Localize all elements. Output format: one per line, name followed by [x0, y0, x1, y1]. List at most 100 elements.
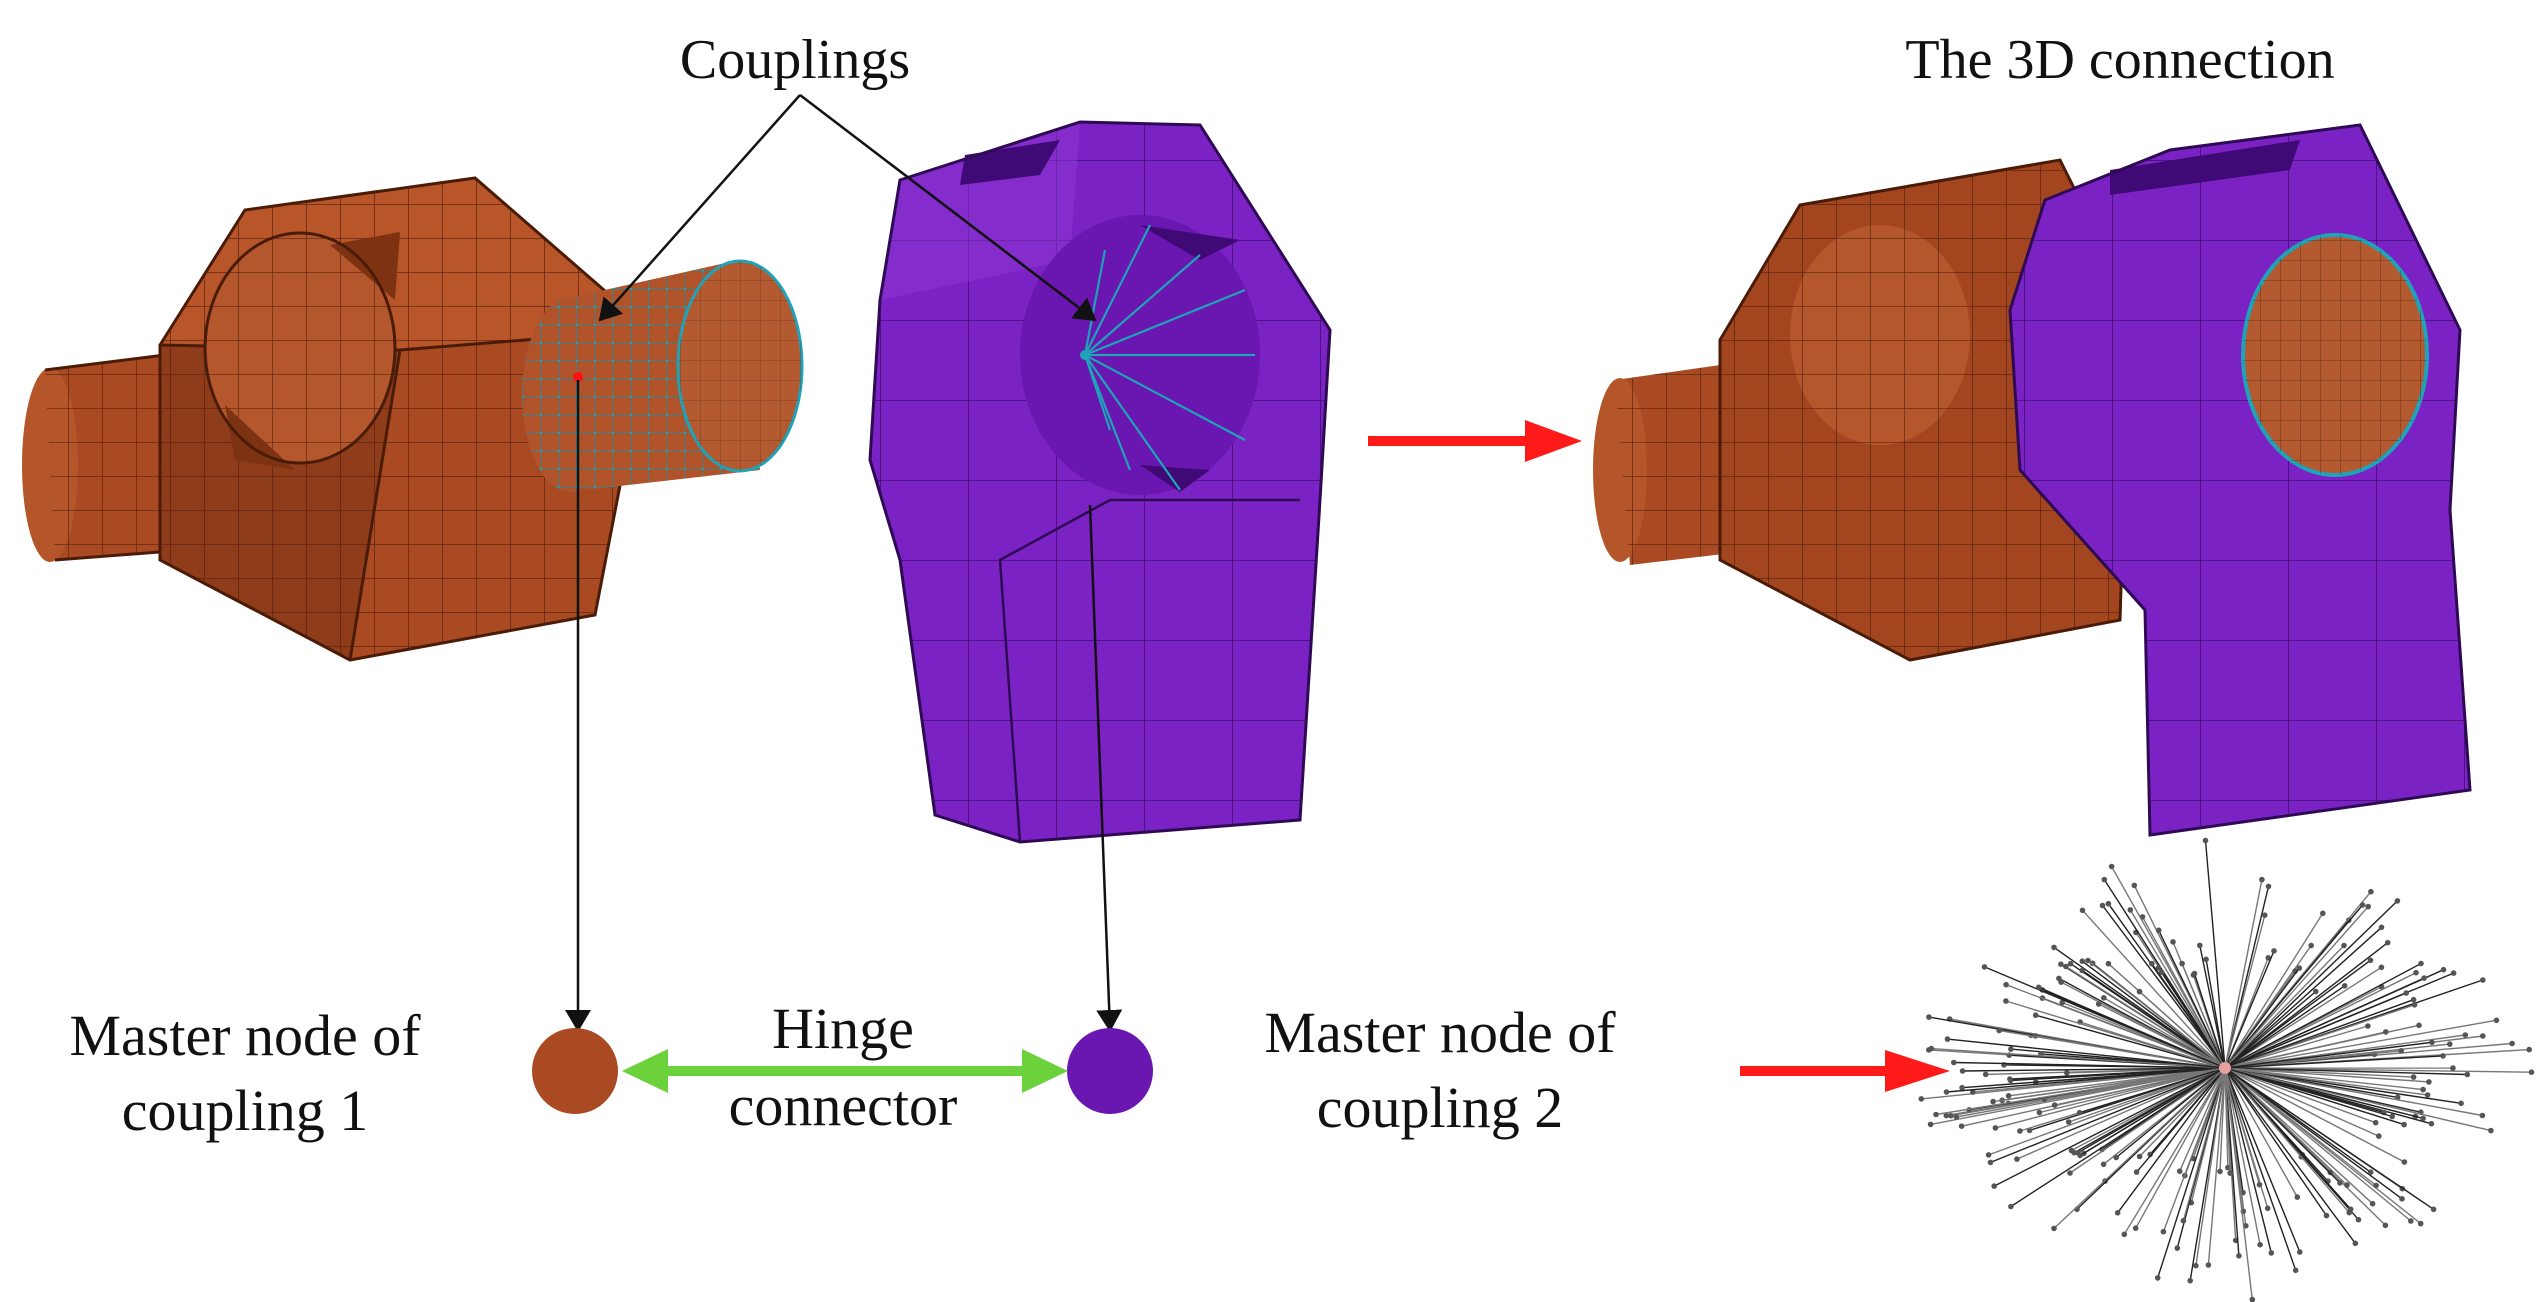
star-node — [2294, 1194, 2301, 1200]
star-ray — [2224, 1067, 2297, 1271]
star-ray — [2224, 879, 2263, 1069]
star-ray — [2016, 1067, 2226, 1160]
star-node — [2058, 961, 2064, 967]
star-ray — [2224, 1067, 2434, 1210]
star-ray — [2207, 1067, 2226, 1266]
coupling-star-graph — [1918, 837, 2535, 1302]
master-node-2-label-line2: coupling 2 — [1317, 1075, 1563, 1140]
star-node — [2355, 1216, 2362, 1223]
star-node — [2359, 902, 2366, 908]
star-ray — [2129, 909, 2226, 1069]
star-node — [2259, 876, 2265, 883]
star-ray — [2081, 969, 2226, 1069]
star-ray — [2224, 962, 2422, 1069]
star-node — [2099, 902, 2106, 909]
hinge-connector-arrow — [622, 1049, 1068, 1093]
star-node — [1985, 1152, 1992, 1158]
star-node — [2079, 907, 2086, 914]
star-node — [2133, 1169, 2140, 1175]
star-node — [1982, 1071, 1989, 1078]
star-ray — [2136, 1067, 2226, 1173]
star-node — [2032, 1012, 2039, 1018]
star-node — [2440, 966, 2447, 973]
star-node — [2179, 960, 2185, 967]
star-ray — [1946, 1067, 2226, 1093]
star-node — [2202, 837, 2209, 844]
star-ray — [2224, 1067, 2405, 1163]
star-node — [2121, 1231, 2128, 1238]
star-ray — [2219, 1067, 2226, 1172]
star-ray — [2115, 1067, 2226, 1159]
star-node — [2065, 1119, 2072, 1125]
star-node — [1948, 1112, 1954, 1119]
star-node — [2067, 960, 2074, 967]
star-ray — [1962, 1067, 2226, 1072]
master-node-1-label-line1: Master node of — [69, 1003, 421, 1068]
star-node — [2308, 942, 2314, 949]
master-node-2 — [1067, 1028, 1153, 1114]
star-node — [2458, 1100, 2464, 1107]
star-node — [2068, 1147, 2075, 1154]
star-ray — [2224, 1067, 2301, 1253]
star-ray — [2182, 1067, 2226, 1221]
star-node — [2108, 863, 2115, 870]
star-node — [1928, 1045, 1935, 1052]
star-node — [2127, 907, 2134, 913]
star-node — [2014, 1156, 2020, 1162]
star-node — [2440, 1053, 2446, 1059]
star-node — [1990, 1098, 1996, 1105]
star-node — [2205, 1262, 2212, 1268]
star-node — [2428, 1120, 2435, 1127]
red-arrow-bottom — [1740, 1050, 1950, 1092]
star-node — [2383, 1029, 2389, 1035]
star-ray — [2224, 1067, 2380, 1137]
star-ray — [2224, 1067, 2468, 1076]
star-node — [2365, 1023, 2371, 1029]
star-node — [2344, 1182, 2350, 1188]
star-node — [2323, 1212, 2330, 1219]
star-node — [1927, 1121, 1934, 1128]
star-node — [2265, 883, 2272, 890]
star-node — [2114, 1210, 2121, 1216]
star-ray — [2224, 1067, 2424, 1091]
star-node — [2007, 1076, 2013, 1082]
star-node — [2450, 970, 2457, 976]
star-ray — [2224, 950, 2275, 1069]
star-node — [2075, 1149, 2081, 1156]
arrow-to-master-node-2 — [1088, 504, 1123, 1032]
star-ray — [2009, 1067, 2226, 1080]
star-ray — [2224, 985, 2346, 1069]
star-ray — [1993, 1067, 2226, 1187]
star-ray — [2010, 1067, 2226, 1208]
star-node — [2271, 948, 2277, 954]
star-node — [2341, 983, 2348, 989]
star-node — [2346, 1209, 2352, 1216]
star-ray — [2224, 1067, 2240, 1256]
star-ray — [2224, 1019, 2497, 1069]
star-ray — [2224, 967, 2300, 1069]
star-ray — [2123, 1067, 2226, 1235]
star-node — [2256, 1181, 2263, 1188]
master-node-2-label-line1: Master node of — [1264, 1000, 1616, 1065]
star-node — [2003, 998, 2009, 1004]
hinge-label-line2: connector — [729, 1073, 958, 1138]
star-node — [2155, 965, 2162, 971]
star-node — [2147, 1151, 2153, 1158]
star-node — [2462, 1032, 2469, 1038]
star-node — [2036, 1109, 2043, 1116]
star-node — [2424, 1092, 2431, 1098]
star-node — [2268, 1250, 2275, 1256]
star-ray — [2157, 1067, 2226, 1279]
star-ray — [2224, 1041, 2432, 1069]
star-ray — [2077, 1067, 2226, 1154]
star-node — [2292, 1267, 2299, 1274]
star-node — [2079, 967, 2085, 974]
star-node — [2079, 958, 2086, 964]
star-ray — [2224, 977, 2425, 1069]
star-node — [2180, 1217, 2187, 1224]
star-node — [1943, 1112, 1950, 1119]
pin-hex-block — [158, 176, 652, 662]
star-ray — [2181, 963, 2226, 1069]
star-node — [2017, 1128, 2023, 1134]
star-node — [2003, 981, 2009, 988]
